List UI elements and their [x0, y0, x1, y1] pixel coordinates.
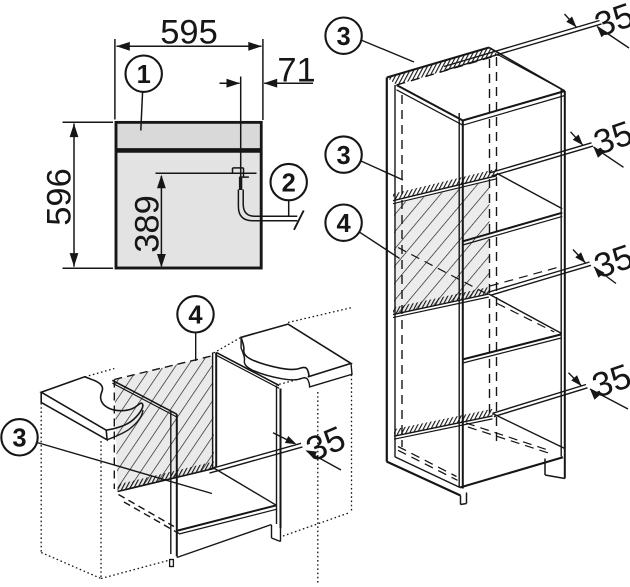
svg-text:389: 389: [129, 195, 167, 253]
svg-text:595: 595: [160, 14, 218, 52]
svg-text:71: 71: [277, 52, 315, 90]
svg-text:3: 3: [12, 425, 26, 453]
svg-text:1: 1: [137, 61, 151, 89]
svg-text:4: 4: [337, 210, 352, 238]
svg-text:4: 4: [188, 302, 203, 330]
svg-text:596: 596: [41, 168, 79, 226]
svg-text:3: 3: [337, 142, 351, 170]
svg-text:3: 3: [337, 23, 351, 51]
svg-text:2: 2: [282, 169, 296, 197]
